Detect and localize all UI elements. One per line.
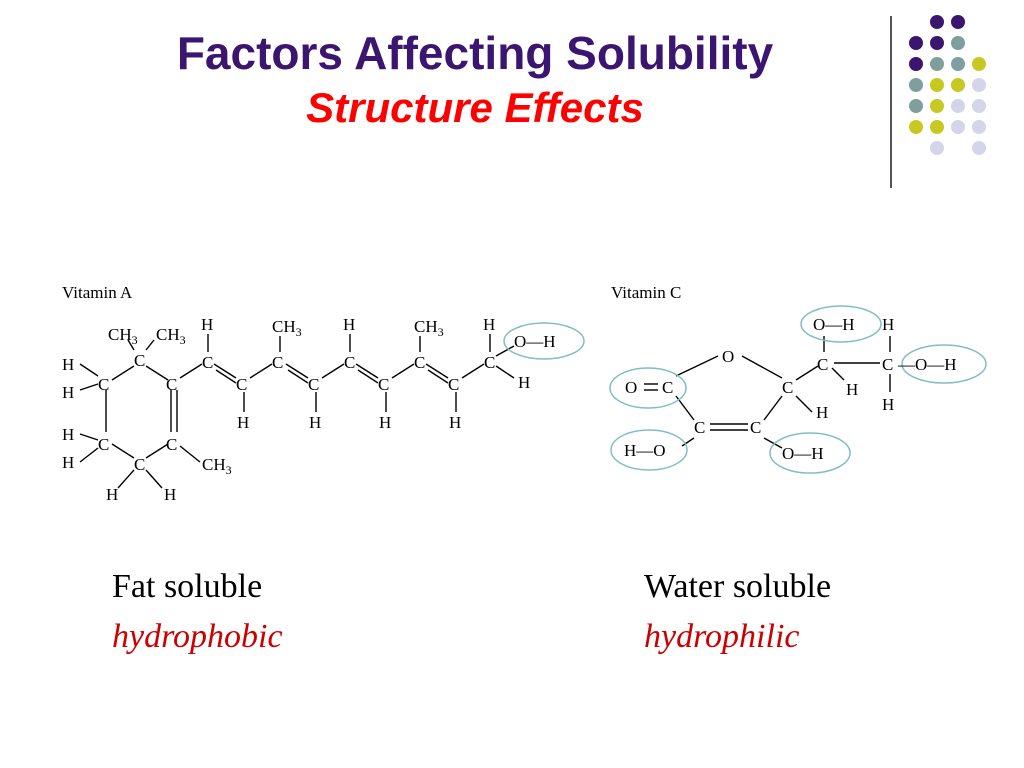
decorative-dot <box>930 36 944 50</box>
vitamin-c-oh-highlight-bottom <box>769 432 851 474</box>
atom-c: C <box>272 353 283 372</box>
atom-h: H <box>449 413 461 432</box>
title-sub: Structure Effects <box>306 84 644 131</box>
decorative-dot <box>930 99 944 113</box>
atom-h: H <box>483 315 495 334</box>
atom-c: C <box>98 435 109 454</box>
atom-c: C <box>166 375 177 394</box>
methyl-group: CH3 <box>108 325 138 347</box>
vitamin-c-oh-highlight-right <box>901 344 987 384</box>
atom-h: H <box>816 403 828 422</box>
hydrophilic-text: hydrophilic <box>644 618 800 655</box>
atom-c: C <box>484 353 495 372</box>
atom-h: H <box>882 395 894 414</box>
header-divider <box>890 16 892 188</box>
atom-c: C <box>414 353 425 372</box>
hydroxyl-group: O—H <box>514 332 556 351</box>
atom-c: C <box>134 455 145 474</box>
decorative-dot <box>951 99 965 113</box>
atom-c: C <box>166 435 177 454</box>
methyl-group: CH3 <box>156 325 186 347</box>
atom-h: H <box>309 413 321 432</box>
atom-c: C <box>750 418 761 437</box>
decorative-dot <box>930 15 944 29</box>
vitamin-a-label: Vitamin A <box>62 283 133 302</box>
decorative-dot <box>972 57 986 71</box>
decorative-dot <box>909 78 923 92</box>
decorative-dot <box>909 99 923 113</box>
decorative-dot <box>909 36 923 50</box>
atom-o: O <box>625 378 637 397</box>
methyl-group: CH3 <box>202 455 232 477</box>
atom-h: H <box>343 315 355 334</box>
decorative-dot <box>972 120 986 134</box>
title-main: Factors Affecting Solubility <box>176 27 774 79</box>
atom-c: C <box>98 375 109 394</box>
vitamin-c-label: Vitamin C <box>611 283 681 302</box>
decorative-dot <box>930 141 944 155</box>
atom-h: H <box>164 485 176 504</box>
hydroxyl-group: O—H <box>813 315 855 334</box>
atom-c: C <box>817 355 828 374</box>
atom-h: H <box>62 355 74 374</box>
decorative-dot <box>930 57 944 71</box>
decorative-dot <box>951 78 965 92</box>
atom-c: C <box>378 375 389 394</box>
atom-h: H <box>237 413 249 432</box>
methyl-group: CH3 <box>272 317 302 339</box>
decorative-dot <box>972 141 986 155</box>
atom-c: C <box>882 355 893 374</box>
atom-c: C <box>782 378 793 397</box>
decorative-dot <box>951 15 965 29</box>
decorative-dot <box>909 57 923 71</box>
atom-c: C <box>308 375 319 394</box>
decorative-dot <box>972 78 986 92</box>
vitamin-a-caption: Fat soluble hydrophobic <box>112 566 283 658</box>
atom-h: H <box>201 315 213 334</box>
atom-h: H <box>106 485 118 504</box>
atom-c: C <box>344 353 355 372</box>
vitamin-a-oh-highlight <box>503 322 585 360</box>
slide-title: Factors Affecting Solubility Structure E… <box>0 26 950 134</box>
decorative-dot <box>951 36 965 50</box>
atom-c: C <box>694 418 705 437</box>
atom-c: C <box>448 375 459 394</box>
decorative-dot-grid <box>909 15 986 155</box>
atom-h: H <box>62 425 74 444</box>
vitamin-c-structure: Vitamin C <box>609 283 987 474</box>
atom-h: H <box>62 453 74 472</box>
hydroxyl-group: O—H <box>782 444 824 463</box>
vitamin-c-co-highlight <box>609 367 687 409</box>
vitamin-c-caption: Water soluble hydrophilic <box>644 566 831 658</box>
decorative-dot <box>930 120 944 134</box>
decorative-dot <box>930 78 944 92</box>
hydroxyl-group: —O—H <box>897 355 957 374</box>
methyl-group: CH3 <box>414 317 444 339</box>
hydroxyl-group: H—O <box>624 441 666 460</box>
atom-h: H <box>846 380 858 399</box>
decorative-dot <box>951 57 965 71</box>
atom-c: C <box>662 378 673 397</box>
water-soluble-text: Water soluble <box>644 568 832 605</box>
vitamin-a-structure: Vitamin A <box>62 283 585 504</box>
atom-o: O <box>722 347 734 366</box>
hydrophobic-text: hydrophobic <box>112 618 283 655</box>
decorative-dot <box>909 120 923 134</box>
atom-h: H <box>518 373 530 392</box>
atom-c: C <box>236 375 247 394</box>
atom-h: H <box>62 383 74 402</box>
fat-soluble-text: Fat soluble <box>112 568 263 605</box>
decorative-dot <box>972 99 986 113</box>
decorative-dot <box>951 120 965 134</box>
vitamin-c-oh-highlight-left <box>610 429 688 471</box>
vitamin-c-oh-highlight-top <box>800 305 882 343</box>
atom-c: C <box>202 353 213 372</box>
atom-c: C <box>134 351 145 370</box>
atom-h: H <box>882 315 894 334</box>
atom-h: H <box>379 413 391 432</box>
